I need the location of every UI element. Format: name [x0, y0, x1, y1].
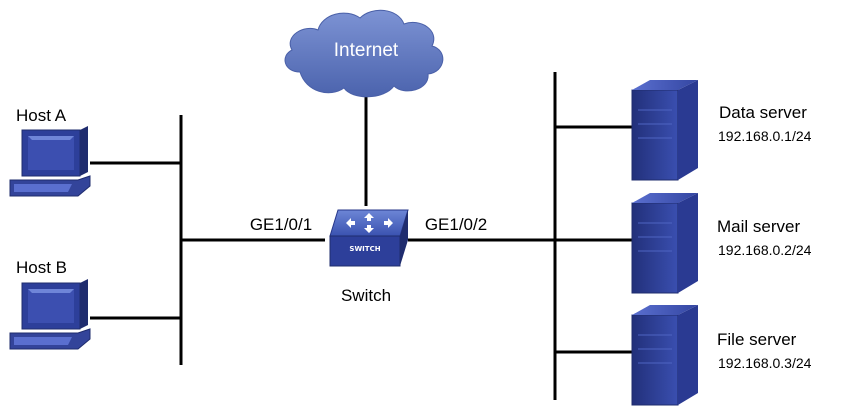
data-server-name: Data server: [719, 103, 807, 122]
data-server: Data server 192.168.0.1/24: [631, 80, 812, 181]
server-icon: [631, 193, 698, 294]
switch-badge: SWITCH: [349, 245, 380, 253]
mail-server: Mail server 192.168.0.2/24: [631, 193, 812, 294]
switch-label: Switch: [341, 286, 391, 305]
port-ge1-0-1-label: GE1/0/1: [250, 215, 312, 234]
internet-cloud: Internet: [284, 9, 444, 98]
computer-icon: [9, 126, 91, 197]
cloud-icon: [284, 9, 444, 98]
internet-label: Internet: [334, 40, 399, 61]
file-server: File server 192.168.0.3/24: [631, 305, 812, 406]
port-ge1-0-2-label: GE1/0/2: [425, 215, 487, 234]
file-server-name: File server: [717, 330, 797, 349]
mail-server-name: Mail server: [717, 217, 800, 236]
server-icon: [631, 305, 698, 406]
links: [90, 72, 632, 400]
switch-icon: SWITCH: [329, 209, 409, 267]
host-b: Host B: [9, 258, 91, 350]
host-a-label: Host A: [16, 106, 67, 125]
mail-server-ip: 192.168.0.2/24: [718, 242, 812, 258]
switch-device: SWITCH Switch GE1/0/1 GE1/0/2: [250, 209, 487, 305]
host-a: Host A: [9, 106, 91, 197]
file-server-ip: 192.168.0.3/24: [718, 355, 812, 371]
host-b-label: Host B: [16, 258, 67, 277]
server-icon: [631, 80, 698, 181]
computer-icon: [9, 279, 91, 350]
data-server-ip: 192.168.0.1/24: [718, 128, 812, 144]
